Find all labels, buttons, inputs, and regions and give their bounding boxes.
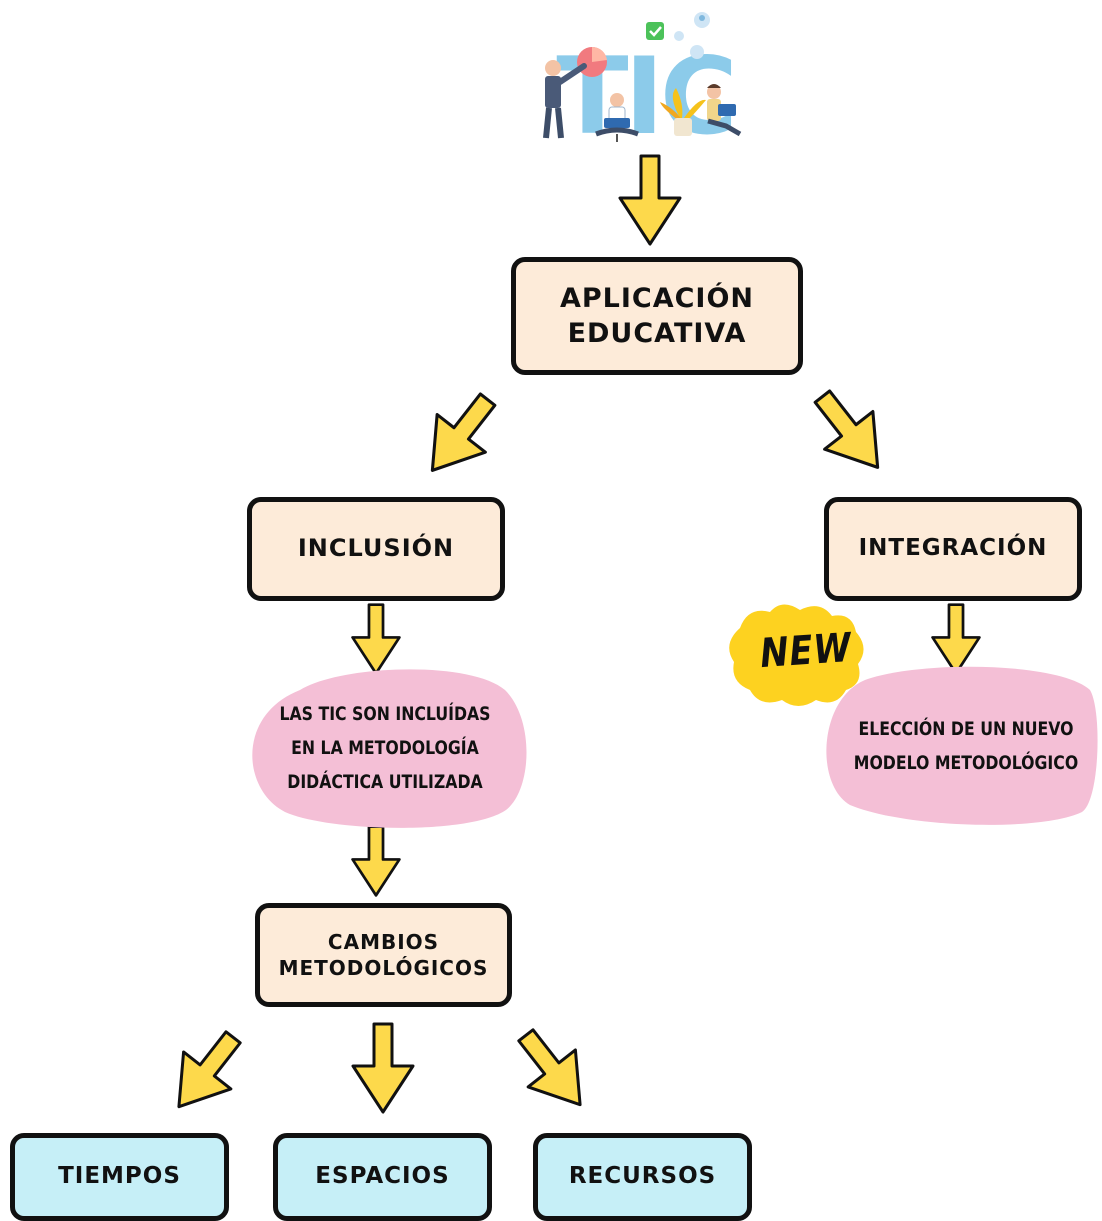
cambios-line1: CAMBIOS bbox=[327, 930, 440, 954]
inclusion-note-text: LAS TIC SON INCLUÍDAS EN LA METODOLOGÍA … bbox=[252, 697, 519, 799]
arrow-to-integracion bbox=[796, 376, 904, 488]
tiempos-label: TIEMPOS bbox=[58, 1163, 181, 1190]
new-badge-label: NEW bbox=[758, 624, 854, 678]
user-circle-icon bbox=[674, 12, 710, 59]
espacios-label: ESPACIOS bbox=[315, 1163, 450, 1190]
plant-icon bbox=[660, 88, 706, 136]
inclusion-box: INCLUSIÓN bbox=[247, 497, 505, 601]
inclusion-note-line2: EN LA METODOLOGÍA bbox=[291, 737, 479, 759]
tic-logo: TIC bbox=[543, 12, 742, 158]
arrow-integracion-to-note bbox=[931, 603, 981, 675]
inclusion-note-line3: DIDÁCTICA UTILIZADA bbox=[287, 771, 483, 793]
integracion-note-line1: ELECCIÓN DE UN NUEVO bbox=[858, 718, 1074, 740]
new-badge-burst bbox=[729, 604, 864, 706]
recursos-label: RECURSOS bbox=[568, 1163, 717, 1190]
arrow-to-inclusion bbox=[406, 379, 514, 491]
espacios-box: ESPACIOS bbox=[273, 1133, 492, 1221]
standing-person-figure bbox=[543, 60, 587, 139]
arrow-to-espacios bbox=[351, 1022, 415, 1114]
sitting-person-laptop-figure bbox=[595, 93, 639, 142]
integracion-label: INTEGRACIÓN bbox=[858, 535, 1048, 562]
integracion-note-text: ELECCIÓN DE UN NUEVO MODELO METODOLÓGICO bbox=[834, 712, 1099, 780]
arrow-to-tiempos bbox=[153, 1017, 259, 1127]
checkmark-icon bbox=[646, 22, 664, 40]
arrow-note-to-cambios bbox=[351, 825, 401, 897]
integracion-box: INTEGRACIÓN bbox=[824, 497, 1082, 601]
integracion-note-blob bbox=[826, 666, 1098, 825]
cambios-metodologicos-box: CAMBIOS METODOLÓGICOS bbox=[255, 903, 512, 1007]
inclusion-note-line1: LAS TIC SON INCLUÍDAS bbox=[279, 703, 491, 725]
arrow-logo-to-aplicacion bbox=[618, 154, 682, 246]
inclusion-label: INCLUSIÓN bbox=[297, 534, 455, 563]
inclusion-note-blob bbox=[252, 669, 527, 828]
aplicacion-educativa-box: APLICACIÓN EDUCATIVA bbox=[511, 257, 803, 375]
arrow-to-recursos bbox=[500, 1015, 606, 1125]
aplicacion-line2: EDUCATIVA bbox=[567, 318, 747, 349]
integracion-note-line2: MODELO METODOLÓGICO bbox=[853, 752, 1079, 774]
sitting-woman-laptop-figure bbox=[707, 84, 742, 137]
aplicacion-line1: APLICACIÓN bbox=[559, 282, 755, 314]
tiempos-box: TIEMPOS bbox=[10, 1133, 229, 1221]
cambios-line2: METODOLÓGICOS bbox=[278, 956, 489, 980]
recursos-box: RECURSOS bbox=[533, 1133, 752, 1221]
pie-chart-icon bbox=[577, 46, 607, 77]
arrow-inclusion-to-note bbox=[351, 603, 401, 675]
